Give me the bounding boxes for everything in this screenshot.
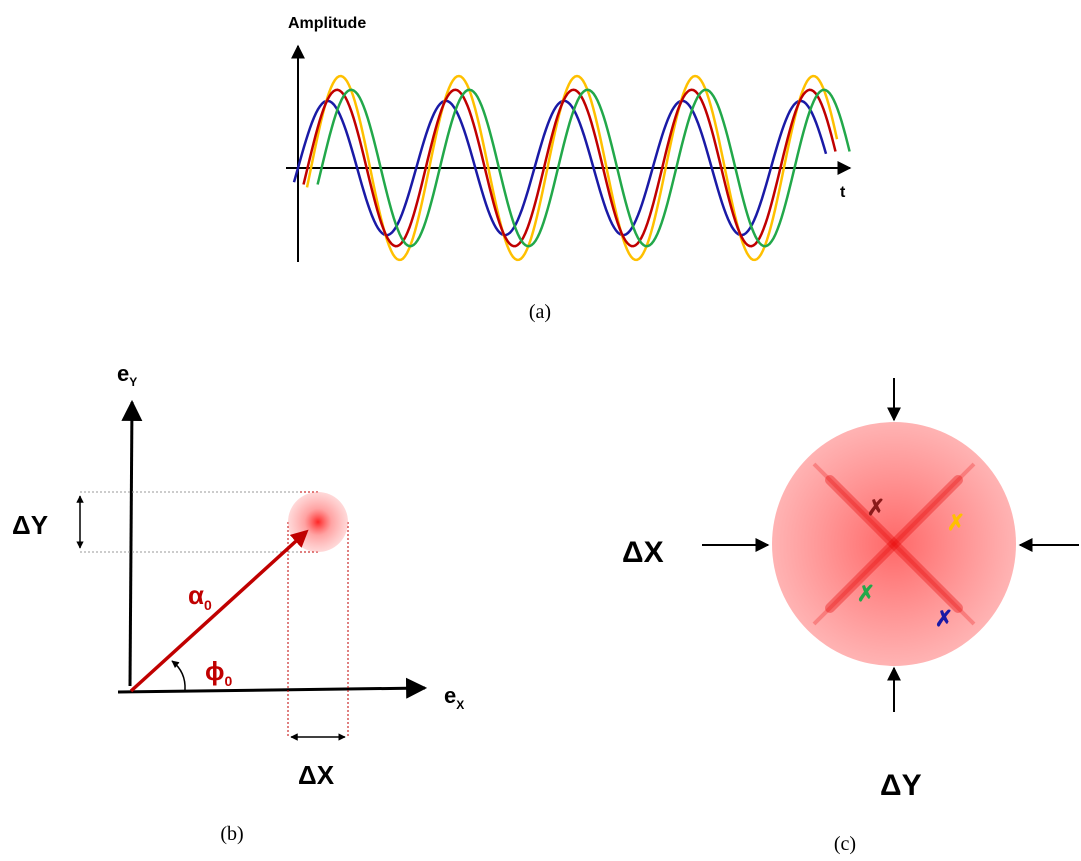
phi-label: ϕ0 [205,656,233,689]
panel-b: eY eX α0 ϕ0 ΔY [12,361,464,845]
ex-label: eX [444,683,464,712]
marker-yellow: ✗ [947,510,965,535]
time-axis-label: t [840,184,846,201]
marker-darkred: ✗ [867,495,885,520]
caption-c: (c) [834,833,856,855]
amplitude-axis-label: Amplitude [288,15,366,32]
marker-green: ✗ [857,581,875,606]
ey-axis [130,402,132,686]
angle-arc [172,661,185,690]
panel-c: ✗ ✗ ✗ ✗ ΔX ΔY (c) [622,378,1079,855]
delta-y-label-c: ΔY [880,769,922,802]
panel-a: Amplitude t (a) [286,15,850,323]
delta-x-label-b: ΔX [298,760,335,790]
delta-x-label-c: ΔX [622,536,664,569]
caption-b: (b) [220,823,243,845]
alpha-label: α0 [188,580,212,613]
uncertainty-blob [288,492,348,552]
ex-axis [118,688,425,692]
marker-blue: ✗ [935,606,953,631]
delta-y-label-b: ΔY [12,510,48,540]
caption-a: (a) [529,301,551,323]
ey-label: eY [117,361,137,389]
